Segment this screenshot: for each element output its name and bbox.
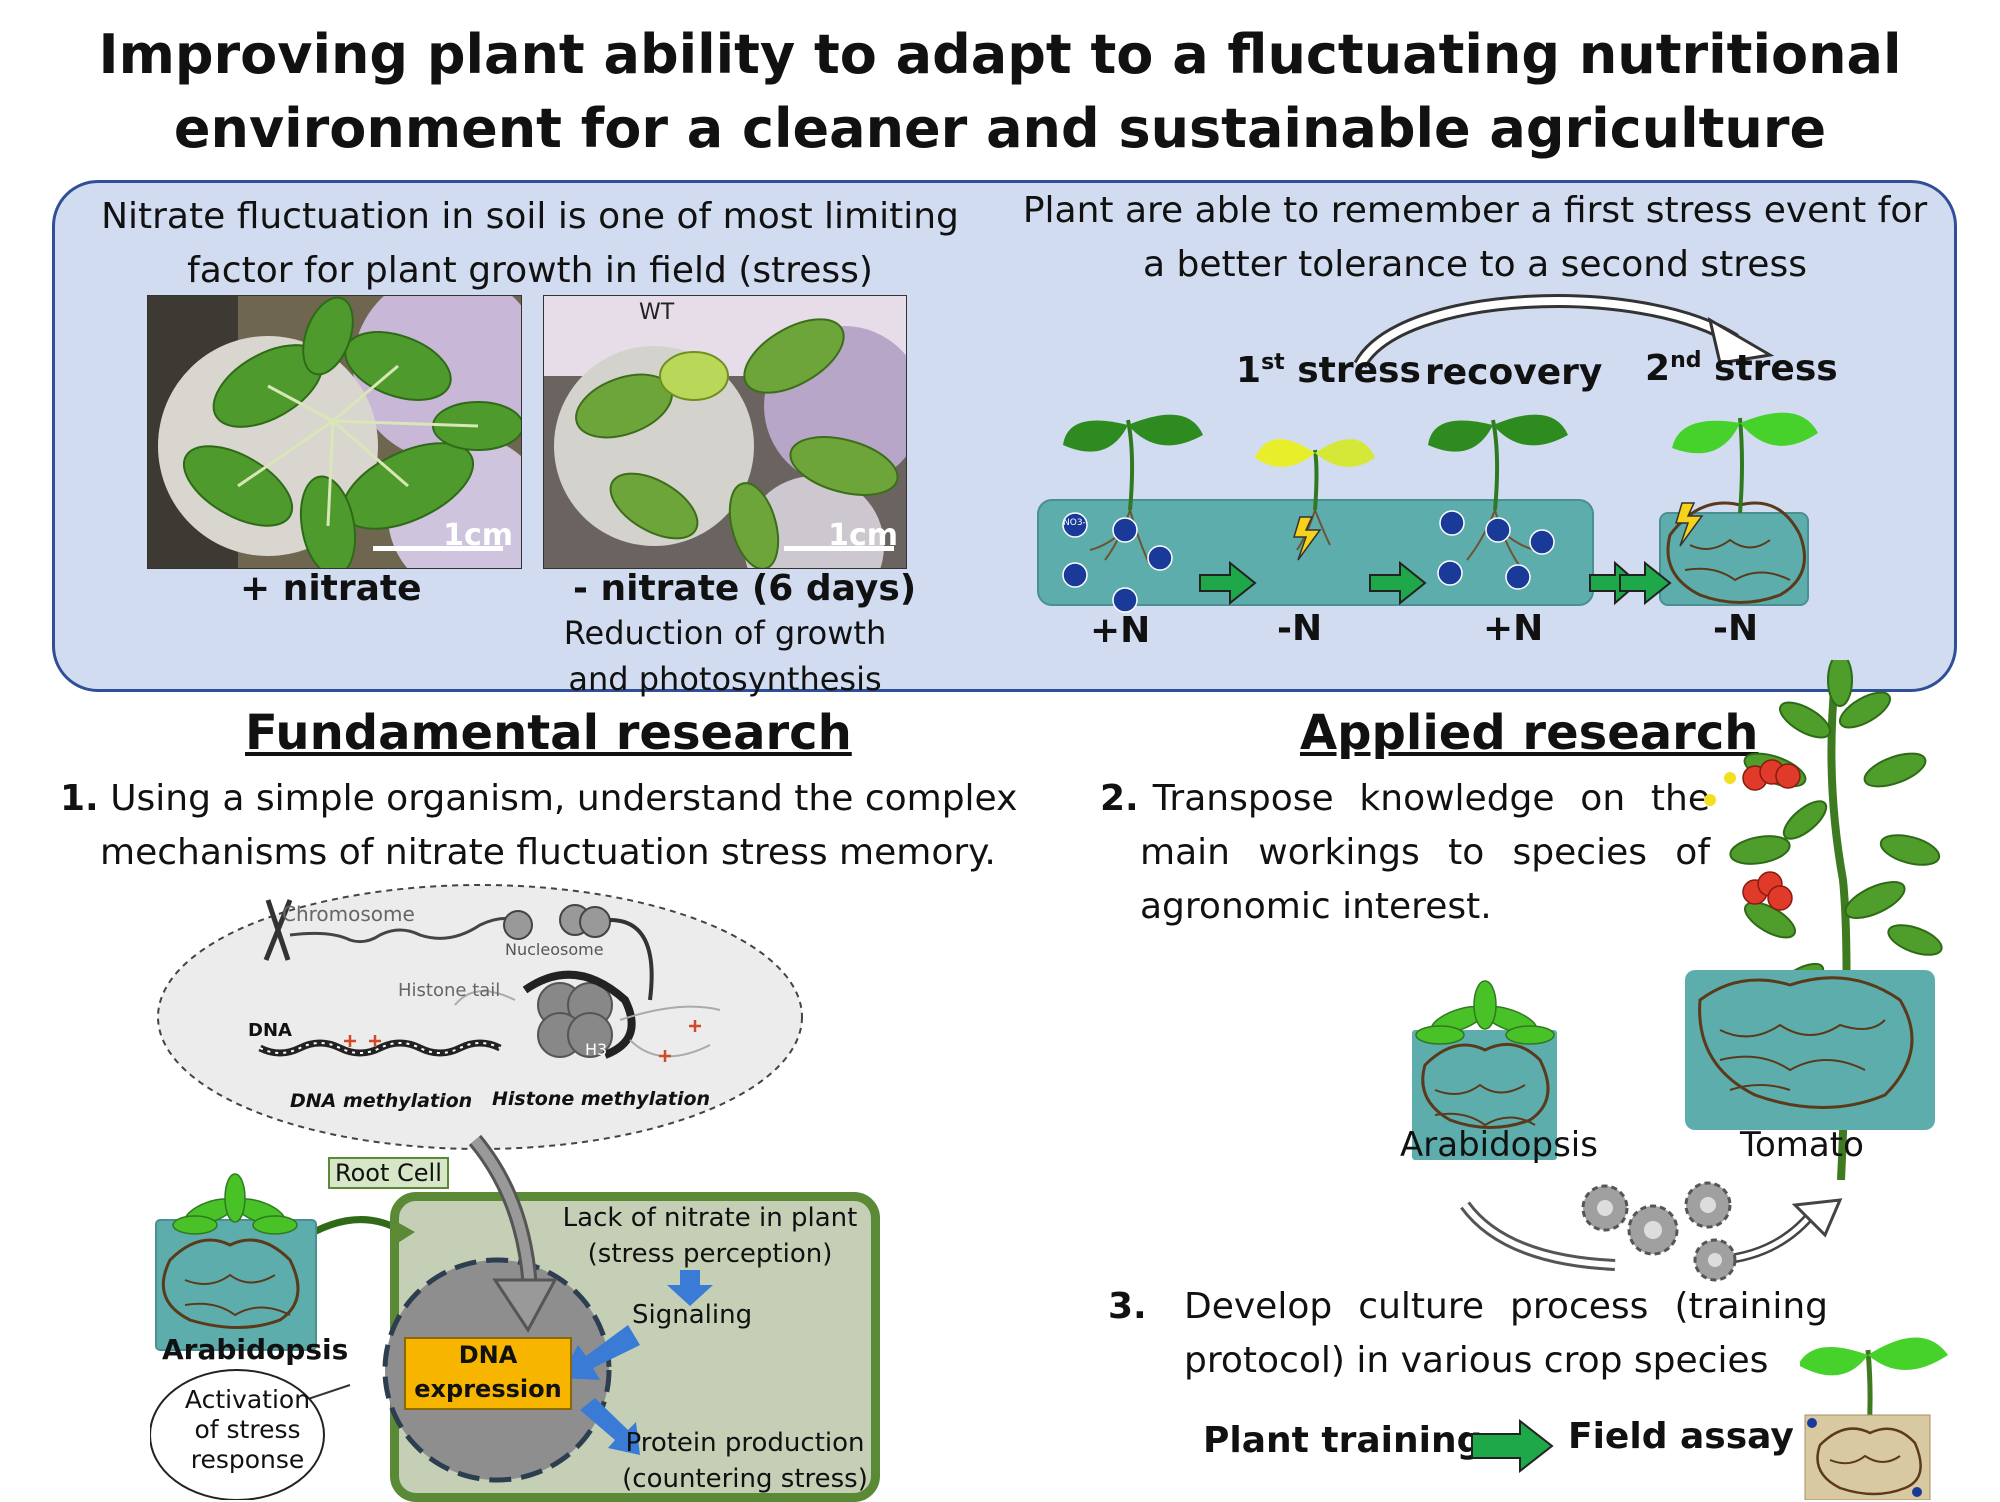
effect-line-1: Reduction of growth [563,614,887,652]
plant-photo-plus-nitrate: 1cm [147,295,522,569]
scale-bar-label: 1cm [828,518,898,553]
first-stress-label: 1st stress [1236,350,1421,391]
arabidopsis-label: Arabidopsis [162,1333,349,1366]
effect-caption: Reduction of growth and photosynthesis [520,610,930,702]
field-seedling-illustration [1800,1337,1948,1500]
activation-label: Activation of stress response [184,1385,311,1474]
arabidopsis-tomato-illustration [1412,660,1943,1282]
h3-label: H3 [585,1040,608,1059]
protein-production-label: Protein production (countering stress) [622,1428,868,1494]
caption-line-1: Plant are able to remember a first stres… [1022,190,1928,231]
histone-methylation-label: Histone methylation [492,1088,711,1110]
page-title: Improving plant ability to adapt to a fl… [0,18,2000,166]
chromatin-diagram [157,884,803,1150]
dna-label: DNA [248,1020,292,1041]
caption-line-2: a better tolerance to a second stress [1143,244,1807,285]
root-cell-label: Root Cell [328,1157,449,1189]
recovery-label: recovery [1425,352,1603,393]
stress-timeline-illustration [1037,412,1818,613]
nitrate-fluctuation-caption: Nitrate fluctuation in soil is one of mo… [75,190,985,298]
field-assay-label: Field assay [1568,1416,1794,1457]
dna-expression-box [404,1337,572,1410]
title-line-2: environment for a cleaner and sustainabl… [173,97,1827,160]
effect-line-2: and photosynthesis [568,660,882,698]
stress-memory-caption: Plant are able to remember a first stres… [1020,184,1930,292]
arabidopsis-species-label: Arabidopsis [1400,1125,1598,1165]
plant-training-label: Plant training [1203,1420,1483,1461]
applied-step-3: 3.Develop culture process (training prot… [1108,1280,1828,1388]
nucleosome-label: Nucleosome [505,940,604,959]
scale-bar-label: 1cm [443,518,513,553]
fundamental-research-heading: Fundamental research [245,705,852,761]
wt-handwritten-tag: WT [639,300,675,325]
lack-of-nitrate-label: Lack of nitrate in plant (stress percept… [562,1203,858,1269]
item-number: 3. [1108,1286,1147,1327]
chromosome-label: Chromosome [282,902,415,926]
n-label-plus-2: +N [1483,608,1544,649]
fundamental-text: 1. Using a simple organism, understand t… [60,778,1018,873]
title-line-1: Improving plant ability to adapt to a fl… [98,23,1902,86]
tomato-species-label: Tomato [1740,1125,1864,1165]
dna-expression-label: DNA expression [414,1341,562,1403]
signaling-label: Signaling [632,1300,753,1330]
item-number: 1. [60,778,99,819]
memory-curved-arrow [1353,294,1775,369]
applied-research-heading: Applied research [1300,705,1759,761]
nitrate-ion-label: NO3- [1063,518,1086,528]
caption-line-1: Nitrate fluctuation in soil is one of mo… [101,196,959,237]
n-label-minus-1: -N [1277,608,1323,649]
n-label-plus-1: +N [1090,610,1151,651]
n-label-minus-2: -N [1713,608,1759,649]
item-number: 2. [1100,778,1139,819]
applied-text: 2.Transpose knowledge on the main workin… [1100,778,1710,927]
histone-tail-label: Histone tail [398,980,501,1001]
plus-nitrate-label: + nitrate [240,568,422,609]
dna-methylation-label: DNA methylation [290,1090,473,1112]
second-stress-label: 2nd stress [1645,348,1838,389]
training-to-field-arrow [1471,1418,1554,1474]
caption-line-2: factor for plant growth in field (stress… [187,250,873,291]
minus-nitrate-label: - nitrate (6 days) [573,568,917,609]
plant-photo-minus-nitrate: WT 1cm [543,295,907,569]
